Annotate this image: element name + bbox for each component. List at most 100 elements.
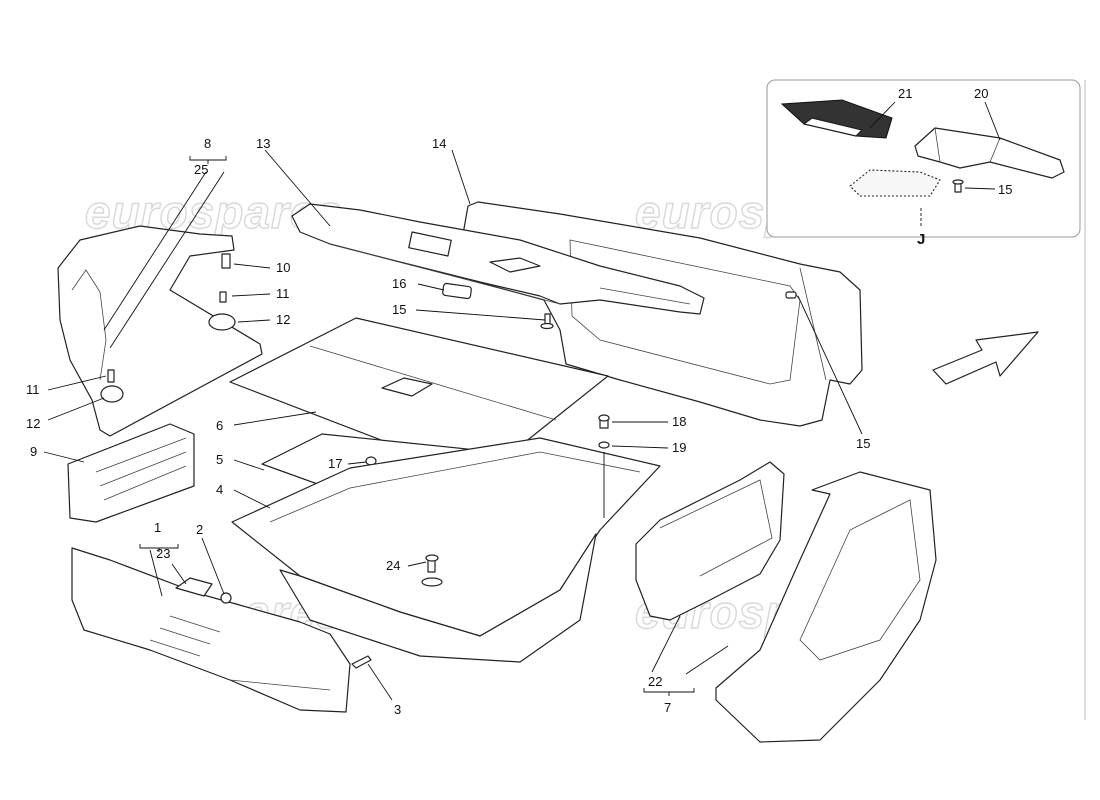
callout-2: 2 [196, 522, 203, 537]
leader-22b [685, 645, 729, 675]
side-trim-22b-detail [799, 499, 921, 661]
part-4-trunk-tub [231, 437, 661, 663]
inset-j-label: J [917, 231, 925, 248]
brace-8 [189, 156, 227, 164]
rear-panel-recess [569, 239, 801, 385]
side-trim-22a [635, 461, 785, 621]
callout-23: 23 [156, 546, 170, 561]
leader-4 [233, 489, 271, 509]
inset-panel-21-edge [803, 117, 863, 137]
left-trim-detail [71, 269, 107, 381]
callout-21: 21 [898, 86, 912, 101]
brace-1 [139, 544, 179, 552]
washer-12b-icon [100, 385, 124, 403]
callout-4: 4 [216, 482, 223, 497]
callout-12: 12 [276, 312, 290, 327]
part-13-parcel-shelf [291, 203, 705, 315]
callout-3: 3 [394, 702, 401, 717]
callout-6: 6 [216, 418, 223, 433]
callout-5: 5 [216, 452, 223, 467]
inset-tray-detail [934, 127, 1001, 163]
board-6-seam [309, 345, 557, 421]
shelf-grille [489, 257, 541, 273]
callout-10: 10 [276, 260, 290, 275]
part-8-left-trim [57, 225, 263, 437]
screw-15-right-icon [785, 291, 797, 299]
tub-body [279, 533, 597, 663]
callout-16: 16 [392, 276, 406, 291]
washer-19-icon [598, 441, 610, 449]
leader-17 [347, 461, 367, 465]
fasteners [421, 414, 610, 587]
bolt-18-head [598, 414, 610, 422]
part-7-side-trims [635, 461, 937, 743]
leader-lines [43, 149, 863, 701]
inset-screw-head [952, 179, 964, 185]
callout-13: 13 [256, 136, 270, 151]
callout-labels: 8 25 13 14 10 11 12 11 12 9 16 15 15 15 … [26, 86, 1012, 717]
screw-3-icon [351, 655, 372, 669]
part-16-clip [442, 282, 472, 300]
leader-16 [417, 283, 445, 291]
bolt-24-base [421, 577, 443, 587]
tub-inner [269, 451, 641, 523]
callout-8: 8 [204, 136, 211, 151]
leader-8 [109, 171, 225, 349]
leader-2 [201, 537, 225, 595]
callout-12: 12 [26, 416, 40, 431]
leader-11b [47, 375, 107, 391]
callout-19: 19 [672, 440, 686, 455]
direction-arrow-icon [932, 331, 1039, 385]
callout-25: 25 [194, 162, 208, 177]
leader-15a [415, 309, 546, 321]
leader-23 [171, 563, 187, 585]
leader-22a [651, 615, 681, 673]
screw-15-head [540, 322, 554, 330]
inset-ghost-bracket [849, 169, 941, 197]
bolt-24-head [425, 554, 439, 562]
leader-14 [451, 149, 471, 205]
leader-20 [984, 101, 1001, 141]
leader-12b [47, 397, 105, 421]
callout-1: 1 [154, 520, 161, 535]
screw-11-icon [219, 291, 227, 303]
leader-10 [233, 263, 271, 269]
washer-12-icon [208, 313, 236, 331]
callout-18: 18 [672, 414, 686, 429]
vent-shape [67, 423, 195, 523]
side-trim-22a-detail [659, 479, 773, 577]
leader-9 [43, 451, 85, 463]
brace-7 [643, 688, 695, 696]
callout-24: 24 [386, 558, 400, 573]
sill-slots [149, 615, 331, 691]
callout-22: 22 [648, 674, 662, 689]
screw-11b-icon [107, 369, 115, 383]
callout-14: 14 [432, 136, 446, 151]
clip-10-icon [221, 253, 231, 269]
callout-20: 20 [974, 86, 988, 101]
part-9-vent [67, 423, 195, 523]
leader-25 [103, 171, 207, 331]
leader-3 [367, 663, 393, 701]
inset-tray-20 [914, 127, 1065, 179]
leader-15-inset [964, 187, 996, 190]
leader-15b [797, 295, 863, 435]
callout-15: 15 [998, 182, 1012, 197]
leader-21 [869, 101, 896, 129]
leader-1 [149, 549, 163, 597]
callout-11: 11 [26, 382, 40, 397]
leader-11a [231, 293, 271, 297]
callout-7: 7 [664, 700, 671, 715]
plug-2-icon [220, 592, 232, 604]
callout-17: 17 [328, 456, 342, 471]
leader-6 [233, 411, 317, 426]
board-6-handle [381, 377, 433, 397]
callout-9: 9 [30, 444, 37, 459]
side-trim-22b [715, 471, 937, 743]
shelf-vent [408, 231, 452, 257]
callout-15: 15 [392, 302, 406, 317]
shelf-detail [329, 243, 691, 305]
leader-19 [611, 445, 669, 449]
leader-13 [264, 149, 331, 227]
